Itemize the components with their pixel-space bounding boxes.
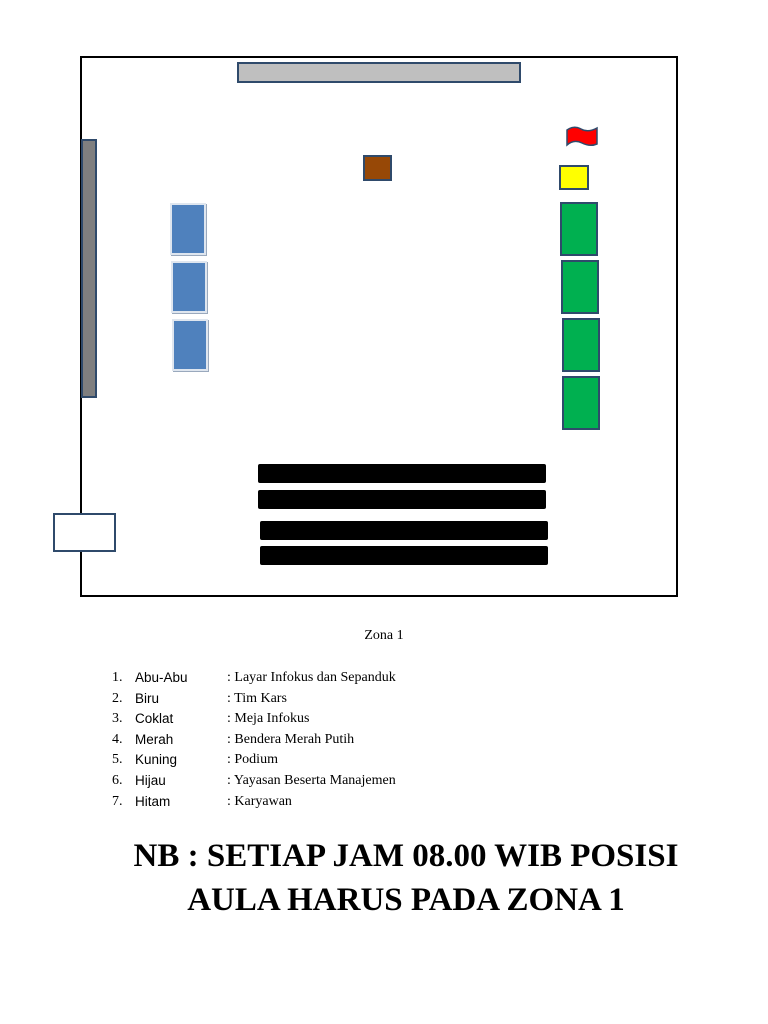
legend-number: 1. [112,670,123,685]
podium [559,165,589,190]
legend-number: 6. [112,772,123,788]
legend-description: : Podium [227,752,278,768]
employee-row [260,546,548,565]
flag-icon [566,126,598,147]
legend-item: 7. Hitam : Karyawan [112,792,396,813]
employee-row [258,464,546,483]
legend-number: 3. [112,711,123,727]
management-seat [561,260,599,314]
legend-description: : Layar Infokus dan Sepanduk [227,670,396,685]
legend-item: 5. Kuning : Podium [112,750,396,771]
legend-number: 5. [112,752,123,768]
tim-kars-block [171,261,207,313]
legend-list: 1. Abu-Abu : Layar Infokus dan Sepanduk … [112,668,396,812]
legend-number: 4. [112,731,123,747]
legend-number: 2. [112,690,123,706]
legend-color-name: Coklat [135,711,174,727]
management-seat [560,202,598,256]
entrance-door [53,513,116,552]
legend-description: : Meja Infokus [227,711,310,727]
legend-description: : Yayasan Beserta Manajemen [227,772,396,788]
employee-row [258,490,546,509]
legend-item: 2. Biru : Tim Kars [112,689,396,710]
tim-kars-block [172,319,208,371]
projector-table [363,155,392,181]
employee-row [260,521,548,540]
legend-item: 3. Coklat : Meja Infokus [112,709,396,730]
zone-caption: Zona 1 [364,628,404,643]
banner-left [81,139,97,398]
legend-color-name: Hitam [135,793,171,809]
legend-color-name: Merah [135,731,174,747]
legend-number: 7. [112,793,123,809]
legend-item: 1. Abu-Abu : Layar Infokus dan Sepanduk [112,668,396,689]
legend-description: : Bendera Merah Putih [227,731,355,747]
legend-color-name: Kuning [135,752,178,768]
note-heading: NB : SETIAP JAM 08.00 WIB POSISI AULA HA… [40,834,768,922]
legend-item: 6. Hijau : Yayasan Beserta Manajemen [112,771,396,792]
tim-kars-block [170,203,206,255]
note-line-1: NB : SETIAP JAM 08.00 WIB POSISI [133,838,679,874]
legend-color-name: Biru [135,690,160,706]
note-line-2: AULA HARUS PADA ZONA 1 [187,882,625,918]
projector-screen-top [237,62,521,83]
legend-description: : Tim Kars [227,690,287,706]
legend-description: : Karyawan [227,793,292,809]
legend-item: 4. Merah : Bendera Merah Putih [112,730,396,751]
management-seat [562,318,600,372]
legend-color-name: Abu-Abu [135,670,188,685]
legend-color-name: Hijau [135,772,166,788]
management-seat [562,376,600,430]
